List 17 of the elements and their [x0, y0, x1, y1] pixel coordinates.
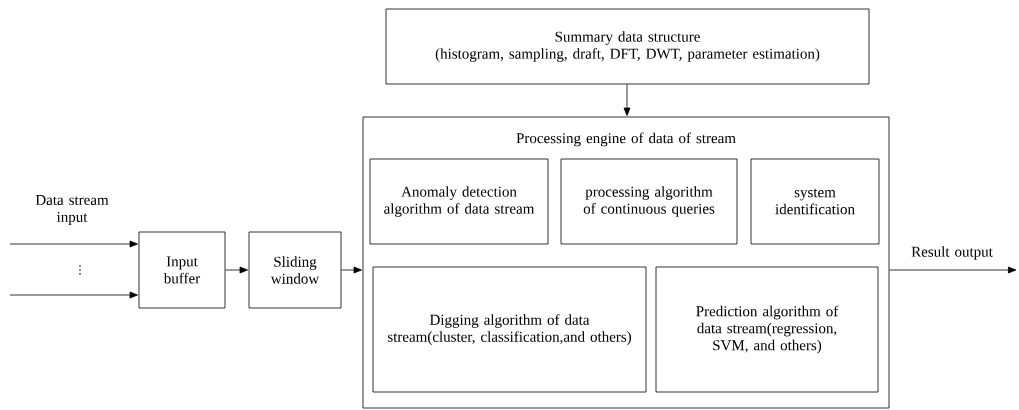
edge-label: Result output: [911, 246, 993, 260]
process-box: Sliding window: [248, 231, 342, 309]
arrow: [341, 266, 362, 274]
process-box: Digging algorithm of data stream(cluster, classification,and others): [372, 266, 647, 393]
process-box: Summary data structure (histogram, sampling, draft, DFT, DWT, parameter estimation): [385, 8, 870, 85]
process-box: Input buffer: [138, 231, 226, 309]
arrow: [623, 84, 631, 116]
process-box: processing algorithm of continuous queries: [560, 158, 738, 245]
edge-label: Data stream input: [35, 195, 109, 225]
arrow: [889, 266, 1017, 274]
arrow: [225, 266, 248, 274]
process-box: Prediction algorithm of data stream(regression, SVM, and others): [655, 266, 879, 393]
process-box: Anomaly detection algorithm of data stream: [369, 158, 549, 245]
arrow: [9, 240, 138, 248]
ellipsis-label: ⋮: [79, 265, 81, 275]
arrow: [9, 291, 138, 299]
process-box: system identification: [750, 158, 880, 245]
